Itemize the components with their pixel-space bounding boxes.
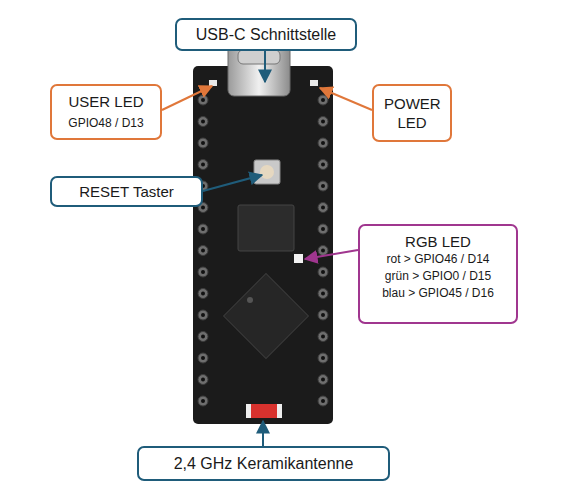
pin-hole	[198, 267, 208, 277]
pin-drill	[201, 163, 205, 167]
pin-hole	[198, 138, 208, 148]
pin-drill	[201, 292, 205, 296]
pin-drill	[201, 270, 205, 274]
leader-arrow	[320, 88, 372, 110]
pin-drill	[201, 378, 205, 382]
pin-drill	[321, 378, 325, 382]
pin-hole	[318, 267, 328, 277]
pin-drill	[321, 249, 325, 253]
pin-hole	[198, 224, 208, 234]
callout-title: RESET Taster	[56, 182, 197, 201]
pin-drill	[321, 313, 325, 317]
reset-button	[254, 160, 280, 184]
pin-drill	[321, 399, 325, 403]
ceramic-antenna	[250, 404, 278, 418]
pin-drill	[201, 227, 205, 231]
pin-mapping: GPIO48 / D13	[56, 115, 156, 132]
pin-hole	[318, 117, 328, 127]
pin-drill	[201, 399, 205, 403]
pin-drill	[201, 356, 205, 360]
antenna-pad	[246, 404, 251, 418]
pin-hole	[198, 353, 208, 363]
callout-box: RESET Taster	[50, 176, 203, 207]
callout-title: RGB LED	[364, 232, 512, 251]
pin-drill	[201, 313, 205, 317]
callout-title: 2,4 GHz Keramikantenne	[143, 454, 384, 473]
pin-hole	[198, 95, 208, 105]
pin-hole	[198, 117, 208, 127]
usb-c-port	[238, 50, 280, 64]
pcb	[193, 66, 333, 424]
pin-hole	[318, 353, 328, 363]
pin-mapping: rot > GPIO46 / D14	[364, 251, 512, 268]
pin-drill	[321, 184, 325, 188]
leader-arrow	[203, 175, 262, 191]
pin-drill	[321, 141, 325, 145]
pin-drill	[321, 227, 325, 231]
callout-title: USB-C Schnittstelle	[181, 25, 351, 44]
callout-box: USB-C Schnittstelle	[175, 18, 357, 51]
leader-arrow	[305, 250, 358, 259]
callout-box: 2,4 GHz Keramikantenne	[137, 446, 390, 481]
pin-drill	[201, 206, 205, 210]
pin-hole	[318, 246, 328, 256]
pin-hole	[198, 310, 208, 320]
callout-box: USER LED GPIO48 / D13	[50, 84, 162, 140]
rgb-led	[294, 254, 303, 263]
pin-drill	[321, 163, 325, 167]
antenna-pad	[277, 404, 282, 418]
pin-drill	[201, 335, 205, 339]
pin-mapping: blau > GPIO45 / D16	[364, 285, 512, 302]
pin-drill	[321, 270, 325, 274]
chip-mark	[247, 297, 253, 303]
pin-headers	[198, 95, 328, 406]
pin-hole	[318, 375, 328, 385]
pin-hole	[198, 332, 208, 342]
callout-box: POWER LED	[372, 84, 452, 142]
pin-hole	[198, 160, 208, 170]
pin-drill	[321, 356, 325, 360]
pin-hole	[318, 160, 328, 170]
pin-drill	[321, 98, 325, 102]
pin-drill	[201, 141, 205, 145]
pin-hole	[198, 375, 208, 385]
leader-arrow	[162, 86, 212, 110]
pin-drill	[321, 335, 325, 339]
leader-arrow	[262, 421, 264, 446]
callout-title: POWER LED	[384, 94, 440, 132]
pin-hole	[318, 224, 328, 234]
pin-hole	[318, 181, 328, 191]
pin-hole	[318, 332, 328, 342]
pin-hole	[318, 95, 328, 105]
pin-hole	[198, 246, 208, 256]
pin-hole	[198, 396, 208, 406]
pin-drill	[321, 292, 325, 296]
pin-hole	[318, 289, 328, 299]
pin-hole	[318, 203, 328, 213]
pin-hole	[318, 396, 328, 406]
user-led	[209, 80, 217, 86]
pin-drill	[201, 98, 205, 102]
pin-hole	[318, 138, 328, 148]
pin-hole	[198, 289, 208, 299]
pin-drill	[201, 249, 205, 253]
leader-arrow	[264, 50, 266, 82]
pin-drill	[321, 206, 325, 210]
power-led	[310, 80, 318, 86]
callout-title: USER LED	[56, 92, 156, 111]
pin-drill	[201, 120, 205, 124]
reset-knob	[260, 165, 274, 179]
pin-drill	[321, 120, 325, 124]
pin-hole	[318, 310, 328, 320]
esp32-chip	[224, 274, 309, 359]
callout-box: RGB LEDrot > GPIO46 / D14grün > GPIO0 / …	[358, 224, 518, 324]
flash-chip	[238, 205, 294, 251]
pin-mapping: grün > GPIO0 / D15	[364, 268, 512, 285]
